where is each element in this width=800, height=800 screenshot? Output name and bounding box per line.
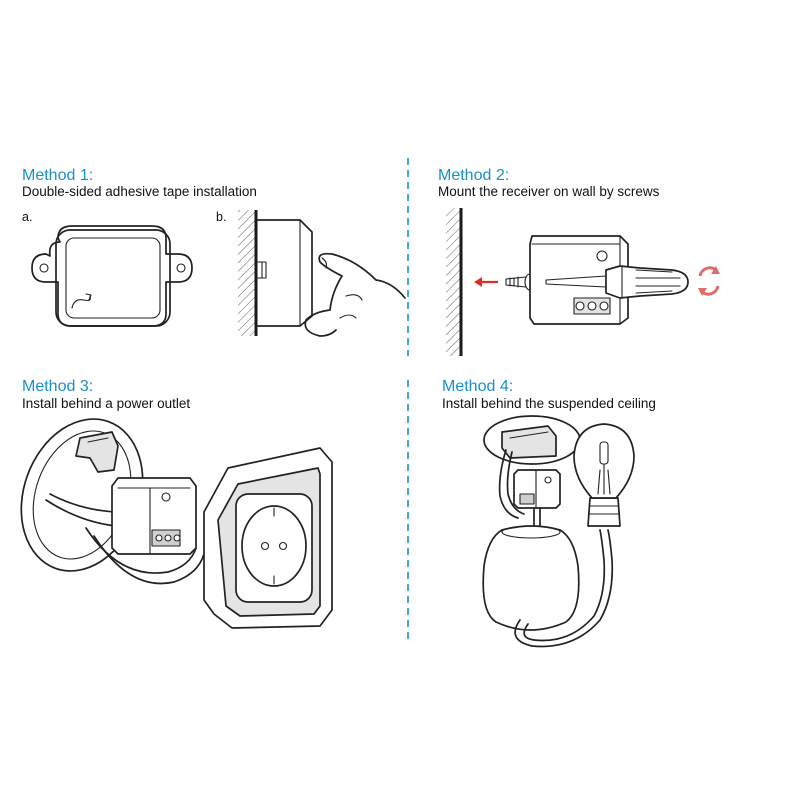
method-3-title: Method 3: — [22, 378, 93, 395]
method-1-subtitle: Double-sided adhesive tape installation — [22, 184, 257, 199]
bulb-icon — [573, 423, 635, 499]
method-4-subtitle: Install behind the suspended ceiling — [442, 396, 656, 411]
method-3-subtitle: Install behind a power outlet — [22, 396, 190, 411]
method-4-illustration — [482, 415, 635, 648]
method-4-title: Method 4: — [442, 378, 513, 395]
method-2-illustration — [446, 208, 720, 356]
method-1-title: Method 1: — [22, 167, 93, 184]
power-outlet — [203, 447, 333, 629]
method-3-illustration — [20, 418, 333, 629]
method-2-title: Method 2: — [438, 167, 509, 184]
adhesive-arrow-icon — [71, 293, 92, 309]
rotate-icon — [698, 266, 720, 296]
direction-arrow — [474, 277, 498, 287]
finger-press-icon — [304, 252, 406, 337]
method-2-subtitle: Mount the receiver on wall by screws — [438, 184, 660, 199]
method-1b-illustration — [238, 210, 406, 337]
receiver-with-mounting-tabs — [31, 225, 193, 327]
method-1-step-b: b. — [216, 210, 226, 224]
screwdriver-icon — [545, 265, 689, 299]
method-1-step-a: a. — [22, 210, 32, 224]
